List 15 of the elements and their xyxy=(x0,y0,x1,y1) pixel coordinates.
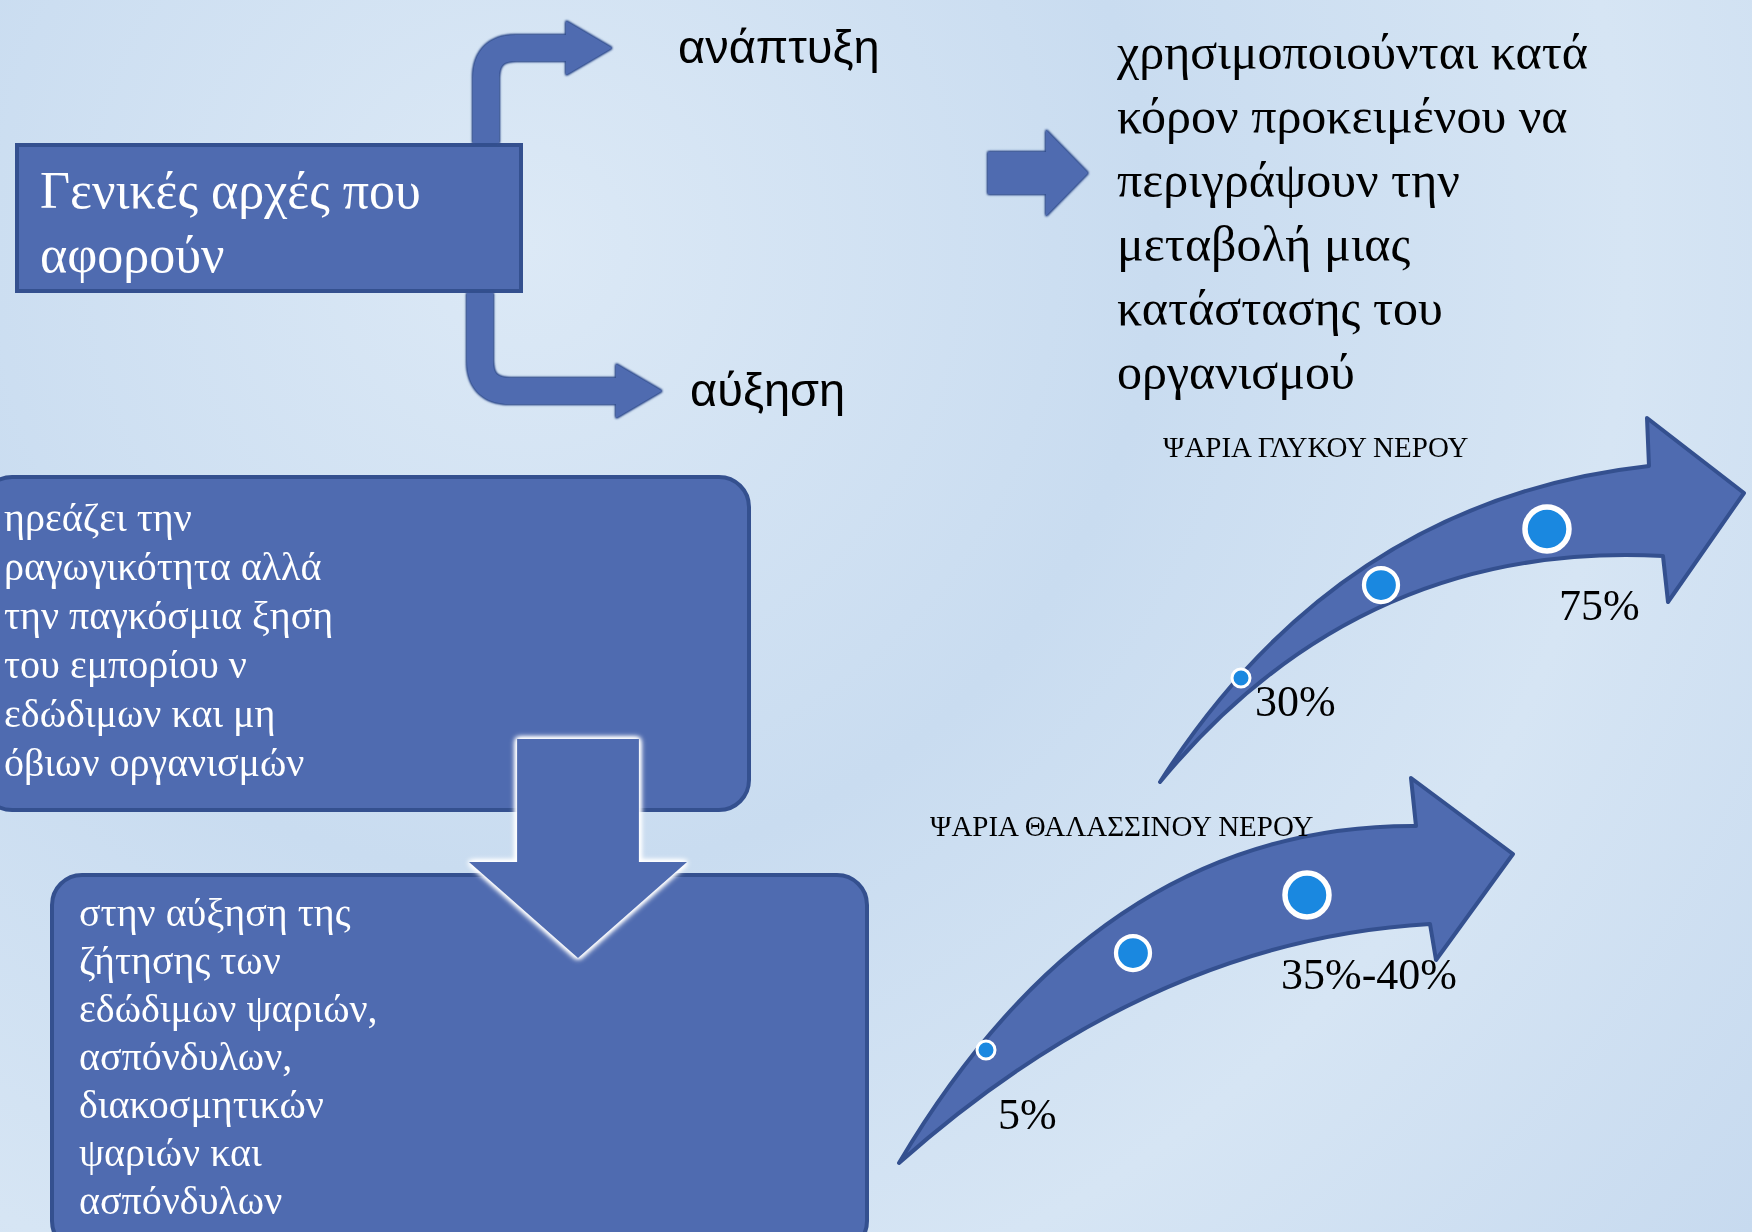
text-label: ανάπτυξη xyxy=(678,21,880,73)
box-text: στην αύξηση της ζήτησης των εδώδιμων ψαριών, ασπόνδυλων, διακοσμητικών ψαριών και ασπόνδυλων xyxy=(79,889,379,1225)
percentage-label: 35%-40% xyxy=(1281,953,1457,997)
description-text: χρησιμοποιούνται κατά κόρον προκειμένου να περιγράψουν την μεταβολή μιας κατάστασης του οργανισμού xyxy=(1117,23,1590,402)
series-title: ΨΑΡΙΑ ΓΛΥΚΟΥ ΝΕΡΟΥ xyxy=(1163,433,1469,462)
percentage-label: 75% xyxy=(1559,584,1640,628)
box-text: Γενικές αρχές που αφορούν xyxy=(40,161,422,285)
info-box xyxy=(0,475,751,812)
title-box xyxy=(15,143,523,293)
series-title: ΨΑΡΙΑ ΘΑΛΑΣΣΙΝΟΥ ΝΕΡΟΥ xyxy=(930,812,1314,841)
box-text: ηρεάζει την ραγωγικότητα αλλά την παγκόσμια ξηση του εμπορίου ν εδώδιμων και μη όβιων οργανισμών xyxy=(4,494,335,787)
percentage-label: 5% xyxy=(998,1093,1057,1137)
info-box xyxy=(50,873,869,1232)
text-label: αύξηση xyxy=(690,364,846,416)
percentage-label: 30% xyxy=(1255,680,1336,724)
